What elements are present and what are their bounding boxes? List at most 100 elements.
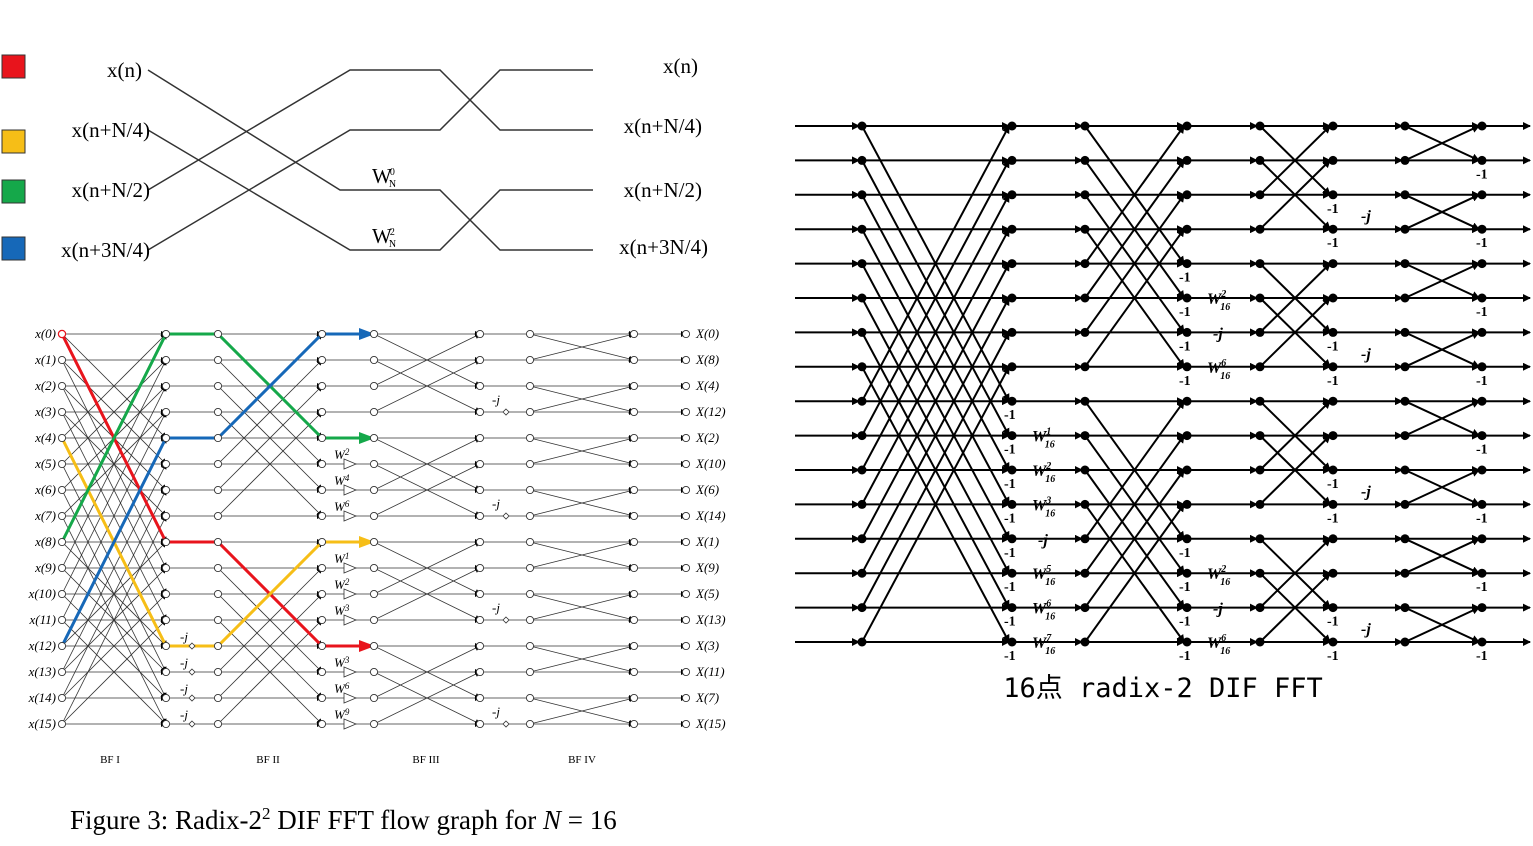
graph-node [1477, 362, 1487, 372]
graph-node [161, 537, 171, 547]
graph-node [57, 693, 67, 703]
graph-node [57, 355, 67, 365]
graph-node [213, 459, 223, 469]
graph-node [1007, 362, 1017, 372]
twiddle-label: W2 [334, 577, 350, 592]
graph-node [681, 485, 691, 495]
graph-node [1182, 499, 1192, 509]
graph-node [213, 329, 223, 339]
minus-one-label: -1 [1179, 615, 1191, 630]
twiddle-label: W4 [334, 473, 350, 488]
graph-node [1400, 293, 1410, 303]
radix22-input-label: x(12) [28, 638, 56, 653]
graph-edge [217, 567, 323, 673]
minus-j-label: -j [180, 655, 188, 670]
twiddle-triangle [343, 562, 358, 574]
graph-node [475, 433, 485, 443]
graph-node [317, 485, 327, 495]
graph-node [1255, 568, 1265, 578]
graph-node [1182, 637, 1192, 647]
radix2-labels: -1-1-1-1-1-1-1-1-1-1-1-1-1-1-1-1-1-1-1-1… [1004, 167, 1488, 664]
graph-node [475, 641, 485, 651]
graph-edge [1259, 125, 1331, 196]
graph-node [475, 329, 485, 339]
graph-node [161, 563, 171, 573]
minus-one-label: -1 [1004, 615, 1016, 630]
radix2-caption: 16点 radix-2 DIF FFT [1003, 673, 1323, 704]
graph-node [681, 381, 691, 391]
graph-node [1182, 327, 1192, 337]
graph-node [369, 485, 379, 495]
graph-node [1007, 190, 1017, 200]
graph-node [1007, 499, 1017, 509]
graph-node [369, 563, 379, 573]
radix2-flow-graph: -1-1-1-1-1-1-1-1-1-1-1-1-1-1-1-1-1-1-1-1… [795, 121, 1531, 664]
radix22-stage-labels: BF I BF II BF III BF IV [100, 754, 596, 766]
graph-node [57, 381, 67, 391]
graph-node [629, 433, 639, 443]
radix22-input-label: x(13) [28, 664, 56, 679]
graph-node [681, 459, 691, 469]
graph-node [857, 499, 867, 509]
graph-node [1007, 121, 1017, 131]
graph-edge [1084, 159, 1185, 299]
twiddle-triangle [343, 666, 358, 678]
graph-node [1182, 568, 1192, 578]
radix22-input-label: x(6) [34, 482, 56, 497]
graph-node [857, 362, 867, 372]
graph-node [161, 433, 171, 443]
minus-j-diamond [502, 408, 510, 416]
graph-edge [861, 193, 1010, 471]
minus-one-label: -1 [1476, 580, 1488, 595]
graph-node [629, 381, 639, 391]
graph-node [475, 511, 485, 521]
graph-node [317, 563, 327, 573]
minus-j-label: -j [180, 681, 188, 696]
graph-node [1400, 465, 1410, 475]
graph-edge [1259, 262, 1331, 334]
minus-j-diamond [188, 642, 196, 650]
graph-node [317, 693, 327, 703]
graph-node [1255, 327, 1265, 337]
graph-node [213, 485, 223, 495]
graph-node [525, 563, 535, 573]
graph-node [857, 293, 867, 303]
twiddle-triangle [343, 510, 358, 522]
graph-node [57, 537, 67, 547]
graph-node [1007, 568, 1017, 578]
graph-node [57, 641, 67, 651]
graph-node [1400, 396, 1410, 406]
graph-node [1477, 327, 1487, 337]
graph-node [369, 407, 379, 417]
graph-node [1328, 603, 1338, 613]
minus-j-diamond [502, 720, 510, 728]
graph-node [525, 355, 535, 365]
graph-node [1328, 327, 1338, 337]
minus-one-label: -1 [1327, 477, 1339, 492]
graph-edge [61, 619, 167, 725]
graph-node [475, 719, 485, 729]
radix22-input-label: x(8) [34, 534, 56, 549]
graph-node [161, 407, 171, 417]
graph-node [369, 719, 379, 729]
twiddle-triangle [343, 614, 358, 626]
graph-node [629, 459, 639, 469]
graph-edge [1404, 262, 1480, 299]
graph-node [629, 719, 639, 729]
graph-node [1255, 259, 1265, 269]
graph-node [1080, 465, 1090, 475]
graph-node [1400, 224, 1410, 234]
graph-node [525, 641, 535, 651]
graph-node [475, 563, 485, 573]
graph-node [1255, 396, 1265, 406]
graph-edge [1404, 537, 1480, 575]
graph-node [1007, 327, 1017, 337]
minus-j-label: -j [180, 707, 188, 722]
graph-edge [61, 463, 167, 673]
graph-node [1080, 603, 1090, 613]
graph-edge [1404, 193, 1480, 231]
graph-node [1328, 121, 1338, 131]
